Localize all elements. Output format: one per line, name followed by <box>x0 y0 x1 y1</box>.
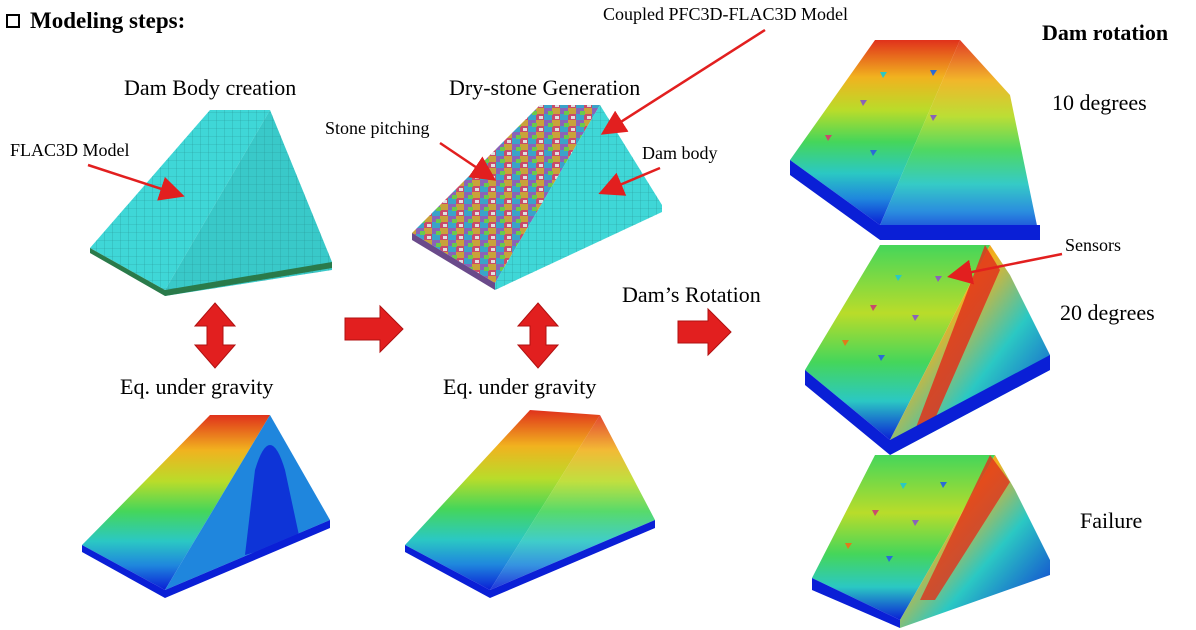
stone-pitching-pointer-arrow <box>439 141 497 181</box>
coupled-model-label: Coupled PFC3D-FLAC3D Model <box>603 4 849 24</box>
failure-label: Failure <box>1080 508 1143 533</box>
dam-rotation-title: Dam rotation <box>1042 20 1169 45</box>
flac3d-pointer-arrow <box>87 163 185 201</box>
rotation-20-degrees-model <box>805 245 1050 455</box>
failure-model <box>812 455 1050 628</box>
dry-stone-model <box>412 105 662 290</box>
flac3d-mesh-model <box>90 110 332 296</box>
dams-rotation-label: Dam’s Rotation <box>622 282 761 307</box>
right-arrow-2 <box>677 307 732 357</box>
eq-gravity-label-middle: Eq. under gravity <box>443 374 597 399</box>
eq-gravity-label-left: Eq. under gravity <box>120 374 274 399</box>
dam-body-pointer-arrow <box>598 166 661 196</box>
sensors-pointer-arrow <box>947 252 1063 285</box>
rotation-10-degrees-label: 10 degrees <box>1052 90 1147 115</box>
dry-stone-generation-label: Dry-stone Generation <box>449 75 641 100</box>
double-arrow-left <box>193 302 237 369</box>
coupled-model-pointer-arrow <box>600 28 766 135</box>
right-arrow-1 <box>344 304 404 354</box>
rotation-10-degrees-model <box>790 40 1040 240</box>
flac3d-model-label: FLAC3D Model <box>10 140 130 160</box>
rotation-20-degrees-label: 20 degrees <box>1060 300 1155 325</box>
section-title-text: Modeling steps: <box>30 8 186 33</box>
sensors-label: Sensors <box>1065 235 1122 255</box>
dam-body-creation-label: Dam Body creation <box>124 75 297 100</box>
gravity-contour-model-middle <box>405 410 655 598</box>
dam-body-label: Dam body <box>642 143 718 163</box>
gravity-contour-model-left <box>82 415 330 598</box>
double-arrow-middle <box>516 302 560 369</box>
section-title: Modeling steps: <box>6 8 185 34</box>
stone-pitching-label: Stone pitching <box>325 118 430 138</box>
checkbox-icon <box>6 14 20 28</box>
